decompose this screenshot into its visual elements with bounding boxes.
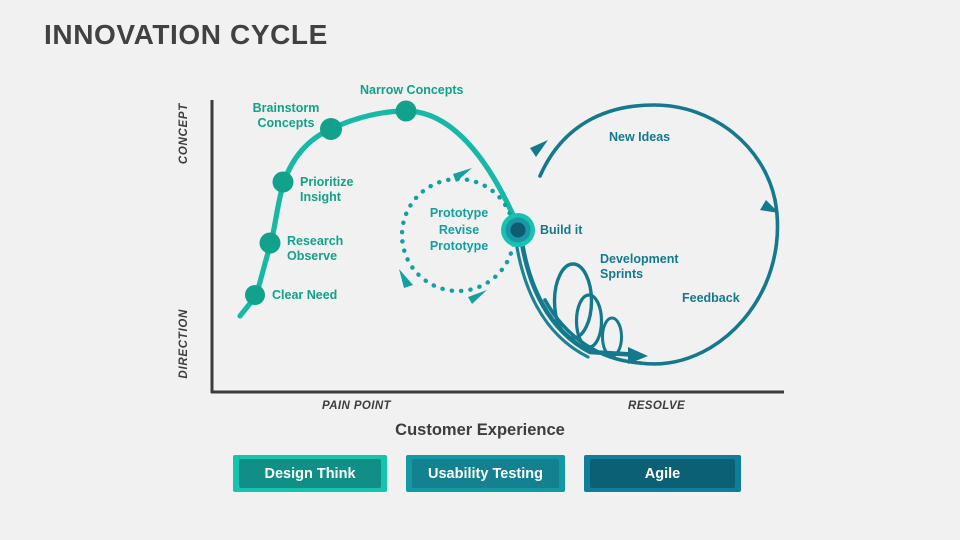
label-new-ideas: New Ideas: [609, 130, 671, 144]
delivery-cycle-group: [513, 103, 780, 366]
node-dot-brainstorm-concepts[interactable]: [320, 118, 342, 140]
label-brainstorm-concepts-line2: Concepts: [257, 115, 315, 130]
button-agile-label: Agile: [644, 465, 681, 482]
label-prototype-loop: Prototype Revise Prototype: [404, 205, 514, 255]
label-research-observe-line1: Research: [287, 234, 344, 248]
button-agile-fill: [590, 459, 735, 488]
node-dot-clear-need[interactable]: [245, 285, 265, 305]
delivery-arc-top: [538, 103, 777, 202]
delivery-arrow-topleft: [530, 140, 548, 157]
button-design-think-fill: [239, 459, 381, 488]
label-narrow-concepts: Narrow Concepts: [360, 83, 464, 97]
sprint-curve-secondary: [513, 233, 590, 359]
journey-node-dots: [245, 100, 417, 305]
label-clear-need: Clear Need: [272, 288, 338, 302]
label-prototype-line2: Revise: [438, 222, 480, 237]
delivery-arc-right: [638, 198, 780, 366]
button-agile[interactable]: Agile: [584, 455, 741, 492]
sprint-loop-small: [601, 316, 623, 358]
prototype-arrow-top: [453, 168, 472, 182]
x-axis-label-pain-point: PAIN POINT: [322, 400, 391, 412]
x-axis-label-resolve: RESOLVE: [628, 400, 686, 412]
button-usability-testing-label: Usability Testing: [428, 465, 543, 482]
delivery-arrow-right: [760, 200, 779, 213]
build-node-core: [510, 222, 526, 238]
label-brainstorm-concepts-line1: Brainstorm: [252, 101, 320, 115]
sprint-curve: [518, 234, 643, 358]
y-axis-label-concept: CONCEPT: [178, 103, 190, 165]
label-feedback: Feedback: [682, 291, 740, 305]
sprint-arrow-end: [628, 347, 648, 364]
label-research-observe-line2: Observe: [287, 248, 338, 263]
method-button-row: Design Think Usability Testing Agile: [0, 455, 960, 495]
build-it-node[interactable]: [501, 213, 535, 247]
label-development-sprints-line1: Development: [600, 252, 679, 266]
label-development-sprints-line2: Sprints: [600, 266, 644, 281]
node-dot-research-observe[interactable]: [259, 232, 281, 254]
page-title: INNOVATION CYCLE: [44, 19, 328, 50]
label-research-observe: Research Observe: [287, 234, 343, 264]
label-prototype-line3: Prototype: [429, 239, 489, 254]
y-axis-label-direction: DIRECTION: [178, 309, 190, 379]
label-prototype-line1: Prototype: [429, 206, 489, 220]
label-prioritize-insight-line2: Insight: [300, 189, 341, 204]
prototype-arrow-left: [399, 269, 413, 288]
prototype-arrow-bottom: [468, 290, 487, 304]
sprint-loop-medium: [574, 293, 604, 349]
node-dot-prioritize-insight[interactable]: [272, 171, 294, 193]
label-prioritize-insight: Prioritize Insight: [300, 175, 354, 205]
label-development-sprints: Development Sprints: [600, 252, 679, 282]
chart-axes: [210, 100, 784, 394]
x-axis-title: Customer Experience: [395, 421, 565, 439]
label-prioritize-insight-line1: Prioritize: [300, 175, 354, 189]
button-design-think-label: Design Think: [264, 465, 356, 482]
label-build-it: Build it: [540, 223, 583, 237]
button-usability-testing-fill: [412, 459, 559, 488]
label-brainstorm-concepts: Brainstorm Concepts: [244, 101, 328, 131]
button-usability-testing[interactable]: Usability Testing: [406, 455, 565, 492]
sprint-loop-large: [552, 262, 594, 340]
node-dot-narrow-concepts[interactable]: [395, 100, 417, 122]
button-design-think[interactable]: Design Think: [233, 455, 387, 492]
